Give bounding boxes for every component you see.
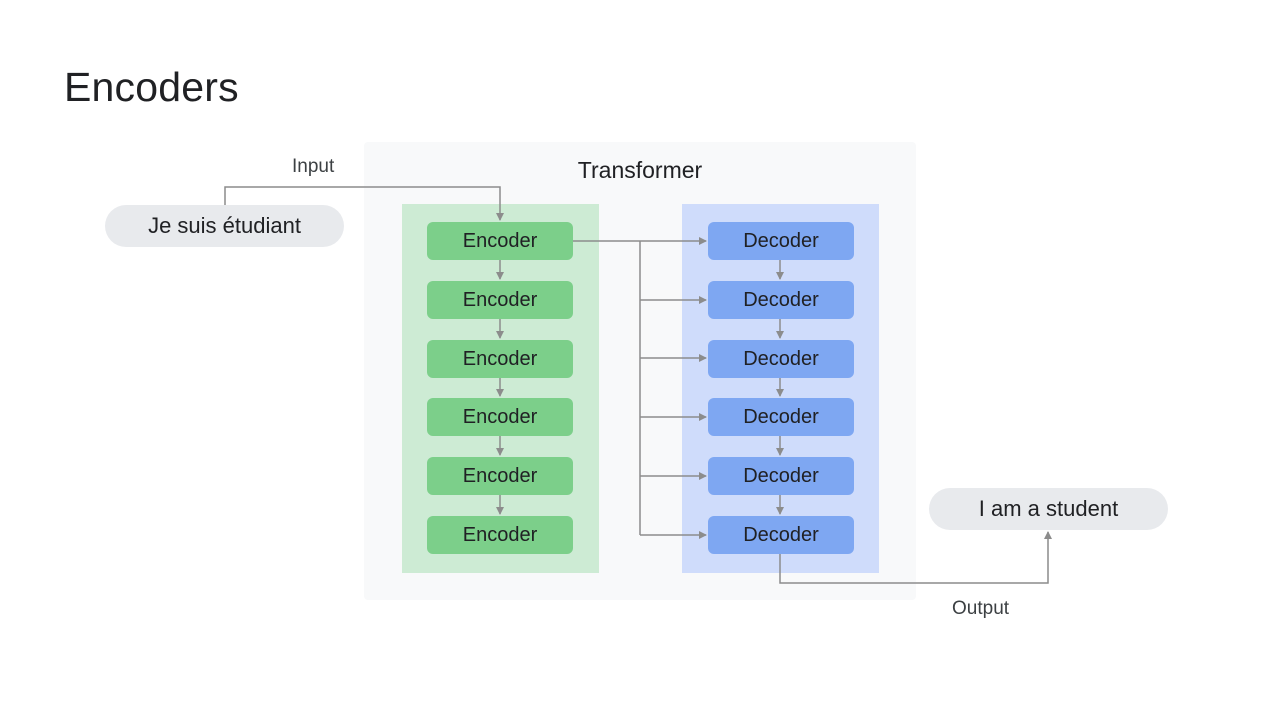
- decoder-block: Decoder: [708, 340, 854, 378]
- input-arrow: [224, 186, 504, 221]
- output-sentence: I am a student: [929, 488, 1168, 530]
- decoder-block: Decoder: [708, 516, 854, 554]
- decoder-block: Decoder: [708, 222, 854, 260]
- output-label: Output: [952, 598, 1010, 619]
- input-label: Input: [292, 156, 335, 177]
- encoder-block: Encoder: [427, 516, 573, 554]
- output-arrow: [779, 531, 1052, 584]
- encoder-block: Encoder: [427, 457, 573, 495]
- encoder-block: Encoder: [427, 281, 573, 319]
- decoder-block: Decoder: [708, 281, 854, 319]
- transformer-label: Transformer: [577, 157, 703, 183]
- encoder-block: Encoder: [427, 222, 573, 260]
- decoder-block: Decoder: [708, 457, 854, 495]
- input-sentence: Je suis étudiant: [105, 205, 344, 247]
- encoder-block: Encoder: [427, 340, 573, 378]
- encoder-block: Encoder: [427, 398, 573, 436]
- decoder-block: Decoder: [708, 398, 854, 436]
- slide-title: Encoders: [64, 64, 239, 110]
